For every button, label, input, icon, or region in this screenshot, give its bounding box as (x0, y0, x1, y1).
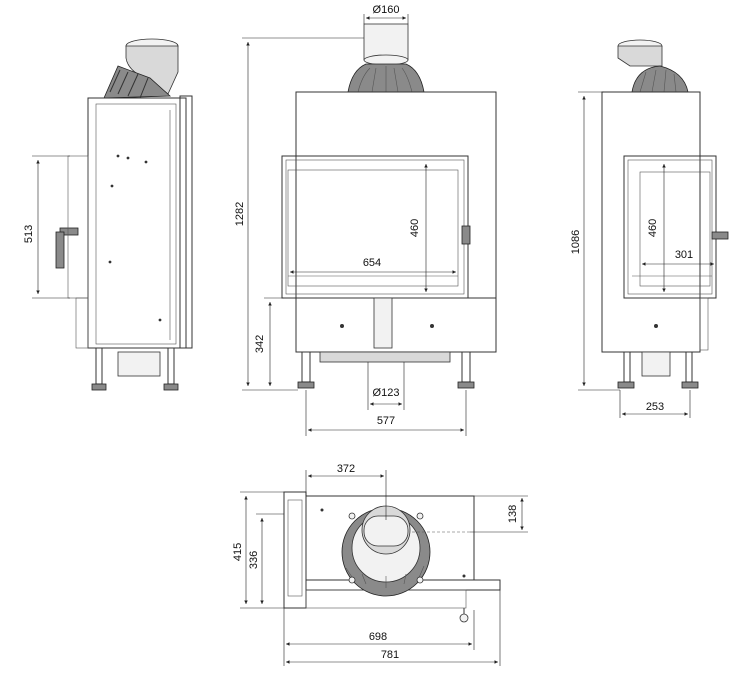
dim-front-654: 654 (363, 257, 381, 269)
dim-air-inlet-diameter: Ø123 (373, 387, 400, 399)
dim-top-698: 698 (369, 631, 387, 643)
dim-top-372: 372 (337, 463, 355, 475)
front-view: Ø160 1282 460 654 342 Ø123 577 (234, 4, 497, 436)
right-side-view: 1086 460 301 253 (570, 39, 729, 418)
dim-front-1282: 1282 (234, 202, 246, 226)
dim-flue-diameter: Ø160 (373, 4, 400, 16)
top-view: 372 138 415 336 698 781 (232, 463, 528, 666)
dim-right-460: 460 (647, 219, 659, 237)
dim-front-577: 577 (377, 415, 395, 427)
dim-top-781: 781 (381, 649, 399, 661)
dim-front-460: 460 (409, 219, 421, 237)
dim-front-342: 342 (254, 335, 266, 353)
dim-top-336: 336 (248, 551, 260, 569)
dim-top-415: 415 (232, 543, 244, 561)
dim-right-253: 253 (646, 401, 664, 413)
left-side-view: 513 (23, 38, 193, 391)
dim-top-138: 138 (507, 505, 519, 523)
dim-right-301: 301 (675, 249, 693, 261)
dim-left-513: 513 (23, 225, 35, 243)
dim-right-1086: 1086 (570, 230, 582, 254)
